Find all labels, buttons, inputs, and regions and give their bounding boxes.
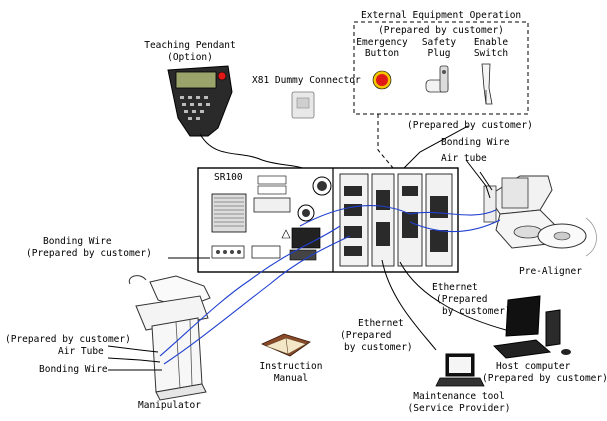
host-computer-prepared: (Prepared by customer) xyxy=(482,373,607,384)
prepared-by-customer-mid: (Prepared by customer) xyxy=(407,120,533,131)
instruction-manual-label-2: Manual xyxy=(273,373,309,384)
emergency-label-2: Button xyxy=(364,48,400,59)
external-equipment-title: External Equipment Operation xyxy=(361,10,522,21)
ethernet-maint-title: Ethernet xyxy=(358,318,404,329)
ethernet-host-prepared-1: (Prepared xyxy=(436,294,488,305)
x81-dummy-label: X81 Dummy Connector xyxy=(252,75,361,86)
manipulator-prepared-label: (Prepared by customer) xyxy=(5,334,131,345)
teaching-pendant xyxy=(167,65,233,137)
instruction-manual-label-1: Instruction xyxy=(259,361,323,372)
teaching-pendant-option-label: (Option) xyxy=(167,52,213,63)
sr100-controller xyxy=(197,167,459,273)
ethernet-cable-maintenance xyxy=(381,259,437,351)
maintenance-tool-label: Maintenance tool xyxy=(413,391,505,402)
controller-name-label: SR100 xyxy=(214,172,243,183)
manipulator-air-tube-label: Air Tube xyxy=(58,346,104,357)
bonding-wire-left-prepared: (Prepared by customer) xyxy=(26,248,152,259)
pre-aligner xyxy=(483,175,597,257)
ethernet-cable-host xyxy=(399,261,507,331)
bonding-wire-right-label: Bonding Wire xyxy=(441,137,510,148)
emergency-label-1: Emergency xyxy=(356,37,408,48)
manipulator-label: Manipulator xyxy=(138,400,201,411)
x81-dummy-connector xyxy=(291,91,315,119)
emergency-button-icon xyxy=(372,70,392,90)
host-computer-label: Host computer xyxy=(496,361,571,372)
ethernet-host-prepared-2: by customer) xyxy=(442,306,511,317)
host-computer-icon xyxy=(492,295,571,359)
enable-switch-icon xyxy=(481,63,493,105)
enable-label-2: Switch xyxy=(473,48,509,59)
maintenance-laptop-icon xyxy=(435,353,485,387)
safety-label-2: Plug xyxy=(427,48,451,59)
instruction-manual-icon xyxy=(261,333,311,357)
air-tube-right-label: Air tube xyxy=(441,153,487,164)
pendant-screen xyxy=(175,71,217,89)
ethernet-maint-prepared-1: (Prepared xyxy=(340,330,392,341)
teaching-pendant-label: Teaching Pendant xyxy=(144,40,236,51)
bonding-wire-left-label: Bonding Wire xyxy=(43,236,112,247)
external-equipment-box xyxy=(353,21,529,115)
safety-label-1: Safety xyxy=(421,37,457,48)
enable-label-1: Enable xyxy=(473,37,509,48)
blue-cables xyxy=(159,205,501,365)
ethernet-host-title: Ethernet xyxy=(432,282,478,293)
maintenance-tool-provider: (Service Provider) xyxy=(407,403,511,414)
pre-aligner-label: Pre-Aligner xyxy=(519,266,582,277)
safety-plug-icon xyxy=(425,65,449,93)
external-equipment-prepared: (Prepared by customer) xyxy=(378,25,504,36)
manipulator xyxy=(128,275,211,401)
manipulator-bonding-wire-label: Bonding Wire xyxy=(39,364,108,375)
ethernet-maint-prepared-2: by customer) xyxy=(344,342,413,353)
